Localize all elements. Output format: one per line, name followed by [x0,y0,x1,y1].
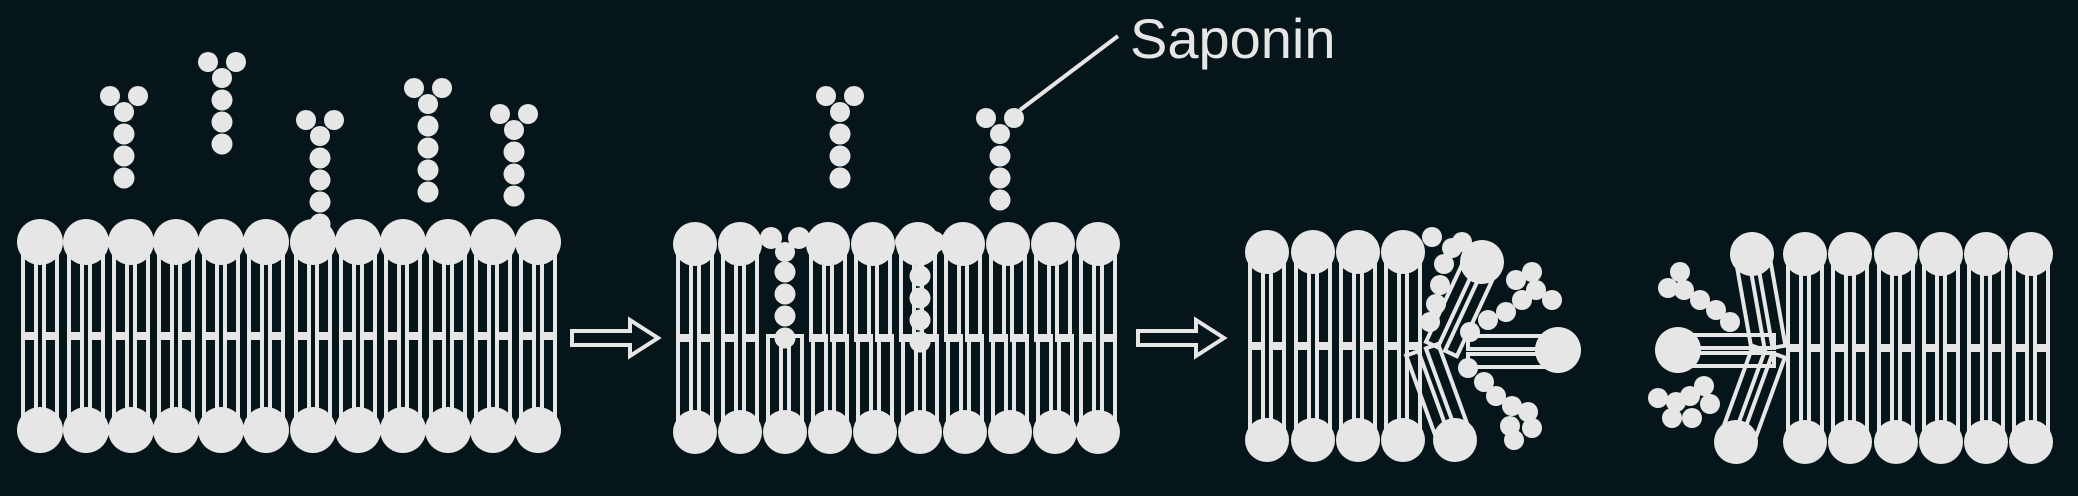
phospholipid-upper [806,222,850,342]
phospholipid-lower [1076,334,1120,454]
stage-membrane-pore-forming [1245,227,1581,462]
phospholipid-upper [1076,222,1120,342]
phospholipid-lower [763,334,807,454]
phospholipid-lower [515,332,561,453]
phospholipid-lower [1783,344,1827,464]
phospholipid-upper [1245,230,1289,350]
saponin-molecule-free [404,78,452,203]
saponin-molecule-free [100,86,148,189]
saponin-molecule-free [296,110,344,235]
phospholipid-lower [63,332,109,453]
phospholipid-horizontal [1466,327,1581,373]
phospholipid-lower [673,334,717,454]
phospholipid-upper [718,222,762,342]
phospholipid-upper [17,219,63,340]
phospholipid-lower [1291,342,1335,462]
phospholipid-upper [1964,232,2008,352]
phospholipid-upper [1783,232,1827,352]
phospholipid-upper [1730,231,1788,354]
saponin-molecule-free [198,52,246,155]
saponin-label: Saponin [1130,7,1336,70]
saponin-molecule-inserted [760,227,810,349]
right-arrow-icon [1136,316,1228,360]
phospholipid-upper [380,219,426,340]
phospholipid-lower [1964,344,2008,464]
phospholipid-upper [2009,232,2053,352]
stage-membrane-lysed [1648,231,2053,464]
saponin-cluster [1648,262,1740,428]
saponin-molecule-free [816,86,864,189]
tilted-lipid [1714,343,1788,464]
phospholipid-upper [198,219,244,340]
phospholipid-lower [470,332,516,453]
saponin-molecule-inserted [895,231,945,353]
phospholipid-lower [1828,344,1872,464]
phospholipid-lower [808,334,852,454]
phospholipid-lower [1403,341,1477,462]
phospholipid-upper [673,222,717,342]
phospholipid-lower [1245,342,1289,462]
saponin-label-leader [1018,34,1120,112]
phospholipid-lower [17,332,63,453]
phospholipid-lower [943,334,987,454]
phospholipid-lower [108,332,154,453]
stage-saponin-inserted-membrane [673,34,1120,454]
phospholipid-lower [290,332,336,453]
phospholipid-lower [718,334,762,454]
phospholipid-upper [986,222,1030,342]
phospholipid-upper [470,219,516,340]
phospholipid-upper [1291,230,1335,350]
phospholipid-lower [153,332,199,453]
phospholipid-upper [1919,232,1963,352]
phospholipid-upper [1336,230,1380,350]
phospholipid-lower [335,332,381,453]
phospholipid-lower [1381,342,1425,462]
phospholipid-lower [380,332,426,453]
phospholipid-lower [243,332,289,453]
saponin-molecule-free [976,108,1024,211]
saponin-cluster [1420,227,1562,450]
phospholipid-upper [1381,230,1425,350]
phospholipid-upper [108,219,154,340]
phospholipid-upper [335,219,381,340]
phospholipid-lower [1336,342,1380,462]
phospholipid-lower [1919,344,1963,464]
phospholipid-upper [515,219,561,340]
tilted-lipid [1730,231,1788,354]
phospholipid-lower [988,334,1032,454]
phospholipid-horizontal [1655,327,1776,373]
phospholipid-upper [243,219,289,340]
phospholipid-lower [853,334,897,454]
phospholipid-lower [425,332,471,453]
phospholipid-upper [153,219,199,340]
right-arrow-icon [570,316,662,360]
phospholipid-upper [63,219,109,340]
phospholipid-upper [1874,232,1918,352]
tilted-lipid [1403,341,1477,462]
phospholipid-lower [198,332,244,453]
phospholipid-upper [1828,232,1872,352]
phospholipid-upper [1031,222,1075,342]
phospholipid-lower [2009,344,2053,464]
phospholipid-upper [290,219,336,340]
phospholipid-lower [1714,343,1788,464]
phospholipid-upper [425,219,471,340]
phospholipid-upper [941,222,985,342]
phospholipid-lower [898,334,942,454]
phospholipid-lower [1874,344,1918,464]
phospholipid-lower [1033,334,1077,454]
stage-intact-membrane [17,52,561,453]
phospholipid-upper [851,222,895,342]
saponin-molecule-free [490,104,538,207]
